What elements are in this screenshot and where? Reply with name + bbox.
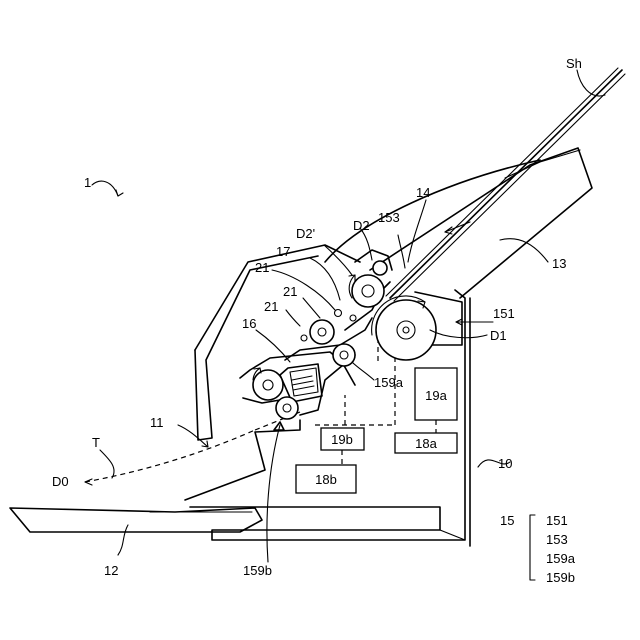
label-sheet: Sh (566, 56, 582, 71)
reference-labels: 1 Sh 10 11 12 13 14 153 151 159a 159b 16… (52, 56, 582, 578)
label-housing: 10 (498, 456, 512, 471)
label-head: 16 (242, 316, 256, 331)
legend-item: 151 (546, 513, 568, 528)
label-dir-d1: D1 (490, 328, 507, 343)
legend-number: 15 (500, 513, 514, 528)
label-dir-d0: D0 (52, 474, 69, 489)
box-18a-label: 18a (415, 436, 437, 451)
legend: 15 151 153 159a 159b (500, 513, 576, 585)
label-input-tray: 13 (552, 256, 566, 271)
label-front-panel: 11 (150, 415, 164, 430)
label-roller-159b: 159b (243, 563, 272, 578)
label-dir-d2: D2 (353, 218, 370, 233)
label-roller-153: 153 (378, 210, 400, 225)
label-output-tray: 12 (104, 563, 118, 578)
output-tray (10, 508, 262, 532)
box-19b-label: 19b (331, 432, 353, 447)
label-part-21b: 21 (283, 284, 297, 299)
label-dir-d2-prime: D2' (296, 226, 315, 241)
box-18b-label: 18b (315, 472, 337, 487)
label-part-21c: 21 (264, 299, 278, 314)
legend-item: 159a (546, 551, 576, 566)
label-device: 1 (84, 175, 91, 190)
label-part-21a: 21 (255, 260, 269, 275)
label-entry: 14 (416, 185, 430, 200)
label-roller-151: 151 (493, 306, 515, 321)
label-path-t: T (92, 435, 100, 450)
box-19a-label: 19a (425, 388, 447, 403)
label-roller-159a: 159a (374, 375, 404, 390)
legend-item: 159b (546, 570, 575, 585)
label-part-17: 17 (276, 244, 290, 259)
legend-item: 153 (546, 532, 568, 547)
